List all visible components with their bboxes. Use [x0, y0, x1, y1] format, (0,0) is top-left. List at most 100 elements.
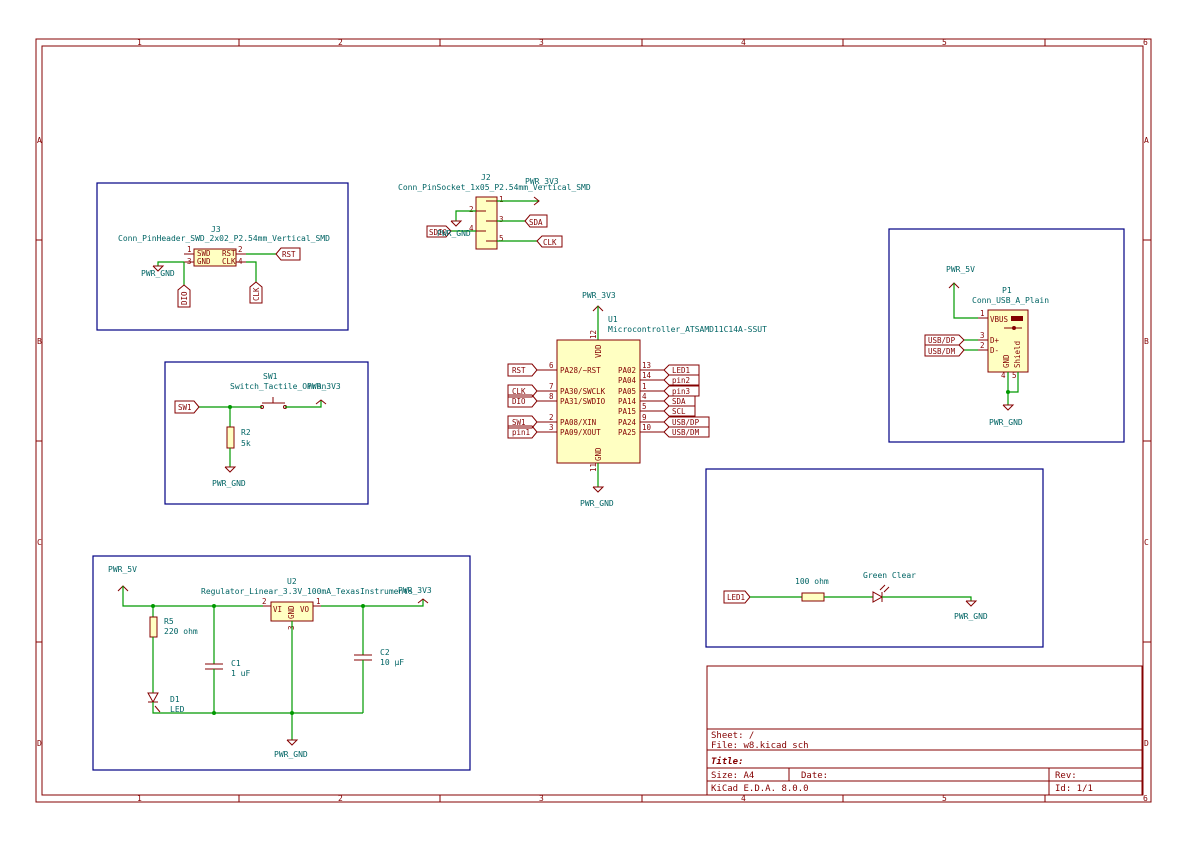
j3-connector[interactable]: J3 Conn_PinHeader_SWD_2x02_P2.54mm_Verti… — [118, 225, 330, 267]
svg-text:RST: RST — [512, 366, 526, 375]
c2-capacitor[interactable]: C2 10 µF — [354, 648, 404, 667]
u1-pin-num: 10 — [642, 423, 652, 432]
j3-pin-num: 3 — [187, 257, 192, 266]
junction-dot — [212, 711, 216, 715]
net-label-sw1[interactable]: SW1 — [174, 400, 200, 414]
group-box-led — [705, 468, 1044, 648]
j2-pin-num: 2 — [469, 205, 474, 214]
row-label-right: A — [1144, 136, 1149, 145]
row-label-right: C — [1144, 538, 1149, 547]
j2-3v3-label: PWR_3V3 — [525, 177, 559, 186]
svg-text:RST: RST — [282, 250, 296, 259]
svg-text:USB/DP: USB/DP — [672, 418, 700, 427]
u1-right-pin[interactable]: PA25 10 USB/DM — [618, 423, 710, 438]
net-label-led1[interactable]: LED1 — [723, 590, 751, 604]
p1-pin-num: 1 — [980, 309, 985, 318]
u1-pin-name: PA08/XIN — [560, 418, 596, 427]
u1-vdd-num: 12 — [589, 330, 598, 339]
svg-text:CLK: CLK — [512, 387, 526, 396]
net-label-clk-j2[interactable]: CLK — [536, 235, 563, 248]
group-box-switch — [164, 361, 369, 505]
u1-pin-num: 3 — [549, 423, 554, 432]
led-gnd-label: PWR_GND — [954, 612, 988, 621]
net-label-u1-right[interactable]: LED1 — [663, 364, 700, 376]
svg-text:pin3: pin3 — [672, 387, 690, 396]
j3-pin-num: 1 — [187, 245, 192, 254]
u1-pin-num: 14 — [642, 371, 652, 380]
p1-value: Conn_USB_A_Plain — [972, 296, 1049, 305]
net-label-clk-j3[interactable]: CLK — [249, 281, 263, 304]
net-label-u1-right[interactable]: SCL — [663, 405, 696, 417]
net-label-sda-j2[interactable]: SDA — [524, 214, 548, 228]
c1-ref: C1 — [231, 659, 241, 668]
net-label-rst-j3[interactable]: RST — [275, 247, 301, 261]
u1-pin-name: PA25 — [618, 428, 636, 437]
col-label-bottom: 4 — [741, 794, 746, 803]
green-led-value: Green Clear — [863, 571, 916, 580]
u1-pin-num: 13 — [642, 361, 651, 370]
c1-capacitor[interactable]: C1 1 uF — [205, 659, 250, 678]
row-label-right: B — [1144, 337, 1149, 346]
net-label-u1-right[interactable]: pin3 — [663, 385, 700, 397]
u1-vdd-pin: VDD — [594, 344, 603, 358]
u1-pin-name: PA04 — [618, 376, 637, 385]
net-label-u1-right[interactable]: USB/DP — [663, 416, 710, 428]
u1-pin-name: PA09/XOUT — [560, 428, 601, 437]
p1-pin-name: GND — [1002, 354, 1011, 368]
u1-pin-num: 7 — [549, 382, 554, 391]
j3-pin-name: CLK — [222, 257, 236, 266]
j3-value: Conn_PinHeader_SWD_2x02_P2.54mm_Vertical… — [118, 234, 330, 243]
row-label-left: A — [37, 136, 42, 145]
j2-pin-num: 4 — [469, 224, 474, 233]
r5-resistor[interactable]: R5 220 ohm — [149, 616, 198, 638]
net-label-u1-right[interactable]: pin2 — [663, 374, 700, 386]
u1-left-pin[interactable]: PA09/XOUT 3 pin1 — [507, 423, 601, 439]
j2-ref: J2 — [481, 173, 491, 182]
rev-field: Rev: — [1055, 771, 1077, 781]
u2-regulator[interactable]: U2 Regulator_Linear_3.3V_100mA_TexasInst… — [201, 577, 413, 630]
net-label-u1-left[interactable]: pin1 — [507, 425, 538, 439]
net-label-u1-left[interactable]: RST — [507, 363, 538, 377]
p1-pin-num: 5 — [1012, 371, 1017, 380]
svg-text:DIO: DIO — [512, 397, 526, 406]
r2-resistor[interactable]: R2 5k — [226, 426, 251, 449]
net-label-u1-right[interactable]: USB/DM — [663, 426, 710, 438]
u2-vi-pin: VI — [273, 605, 282, 614]
u1-pin-name: PA14 — [618, 397, 637, 406]
net-label-sdio-j2[interactable]: SDIO — [426, 225, 452, 238]
u2-gnd-pin: GND — [287, 605, 296, 619]
svg-text:DIO: DIO — [180, 291, 189, 305]
p1-usb-connector[interactable]: PWR_5V P1 Conn_USB_A_Plain VBUS D+ D- GN… — [946, 265, 1049, 380]
group-box-regulator — [92, 555, 471, 771]
net-label-usb-dp-p1[interactable]: USB/DP — [924, 334, 965, 346]
col-label-bottom: 3 — [539, 794, 544, 803]
j3-gnd-label: PWR_GND — [141, 269, 175, 278]
title-block: Sheet: / File: w8.kicad_sch Title: Size:… — [706, 665, 1143, 796]
reg-3v3-label: PWR_3V3 — [398, 586, 432, 595]
svg-text:USB/DP: USB/DP — [928, 336, 956, 345]
j2-connector[interactable]: J2 Conn_PinSocket_1x05_P2.54mm_Vertical_… — [398, 173, 591, 250]
col-label-bottom: 1 — [137, 794, 142, 803]
net-label-u1-left[interactable]: DIO — [507, 394, 538, 408]
green-led[interactable]: Green Clear — [863, 571, 916, 603]
u1-right-pin[interactable]: PA04 14 pin2 — [618, 371, 700, 386]
group-box-swd — [96, 182, 349, 331]
svg-text:SW1: SW1 — [178, 403, 192, 412]
sheet-field: Sheet: / — [711, 731, 754, 741]
net-label-u1-right[interactable]: SDA — [663, 395, 696, 407]
net-label-dio-j3[interactable]: DIO — [177, 284, 191, 308]
p1-pin-num: 2 — [980, 341, 985, 350]
u1-microcontroller[interactable]: PWR_3V3 U1 Microcontroller_ATSAMD11C14A-… — [507, 291, 767, 508]
net-label-usb-dm-p1[interactable]: USB/DM — [924, 344, 965, 357]
row-label-right: D — [1144, 739, 1149, 748]
sw1-3v3-label: PWR_3V3 — [307, 382, 341, 391]
u1-pin-name: PA28/~RST — [560, 366, 601, 375]
row-label-left: B — [37, 337, 42, 346]
